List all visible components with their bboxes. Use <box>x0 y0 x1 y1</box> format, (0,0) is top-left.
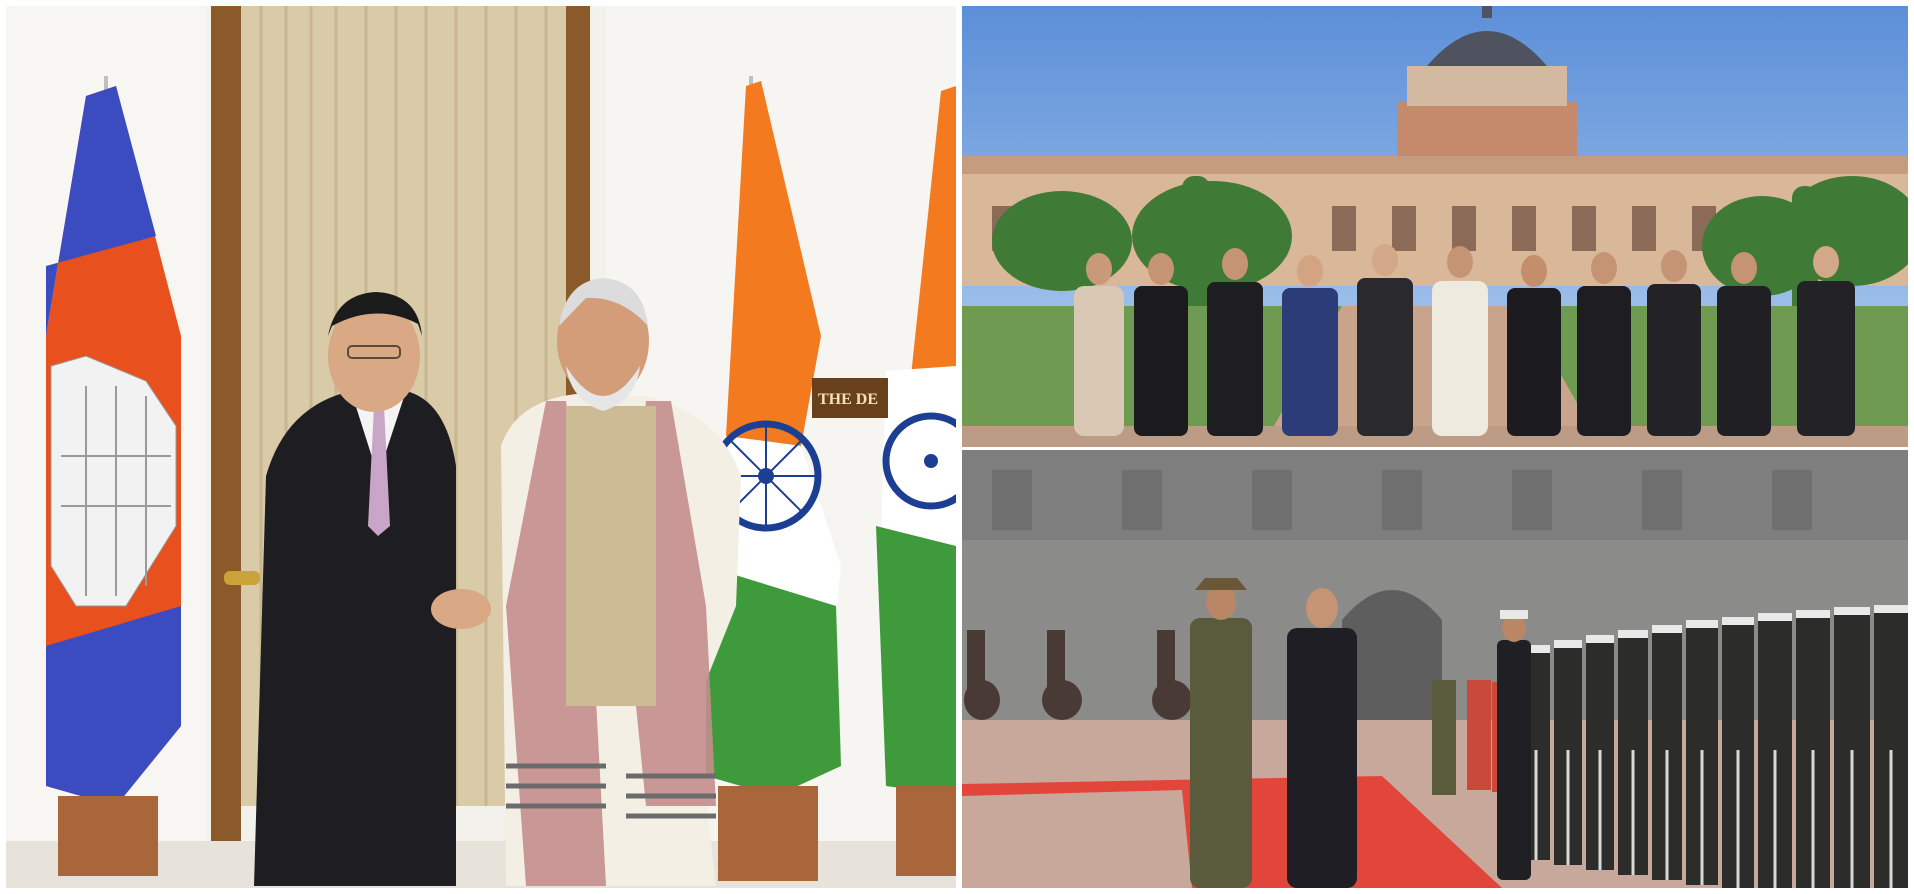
flag-stand-left <box>58 796 158 876</box>
archway <box>1342 590 1442 730</box>
person-1 <box>1074 253 1124 436</box>
army-officer <box>1190 578 1252 888</box>
person-shawl <box>501 278 741 886</box>
building-dome <box>1397 6 1577 161</box>
photo-group-portrait <box>962 6 1908 447</box>
person-6 <box>1432 246 1488 436</box>
photo-handshake: THE DE <box>6 6 956 888</box>
person-3 <box>1207 248 1263 436</box>
person-7 <box>1507 255 1561 436</box>
person-11 <box>1797 246 1855 436</box>
dignitary-walking <box>1287 588 1357 888</box>
name-plaque <box>812 378 888 418</box>
india-flag-2 <box>876 86 956 796</box>
cambodia-flag <box>46 76 181 806</box>
guard-line <box>1432 605 1908 888</box>
name-plaque-text: THE DE <box>818 391 878 408</box>
guard-of-honour-scene <box>962 450 1908 888</box>
building-cornice <box>962 156 1908 174</box>
photo-guard-of-honour <box>962 450 1908 888</box>
handshake-scene: THE DE <box>6 6 956 888</box>
person-dark-suit <box>254 292 456 886</box>
guard-commander <box>1497 610 1531 880</box>
building-windows-hazy <box>992 470 1812 530</box>
door-frame-left <box>211 6 241 866</box>
person-9 <box>1647 250 1701 436</box>
flag-stand-middle <box>718 786 818 881</box>
flag-stand-right <box>896 786 956 876</box>
group-of-leaders <box>1074 244 1855 436</box>
mounted-guards <box>964 630 1192 720</box>
person-5 <box>1357 244 1413 436</box>
person-10 <box>1717 252 1771 436</box>
person-8 <box>1577 252 1631 436</box>
person-2 <box>1134 253 1188 436</box>
group-portrait-scene <box>962 6 1908 447</box>
door-handle <box>224 571 260 585</box>
handshake-hands <box>431 589 491 629</box>
building-upper <box>962 450 1908 540</box>
person-4 <box>1282 255 1338 436</box>
